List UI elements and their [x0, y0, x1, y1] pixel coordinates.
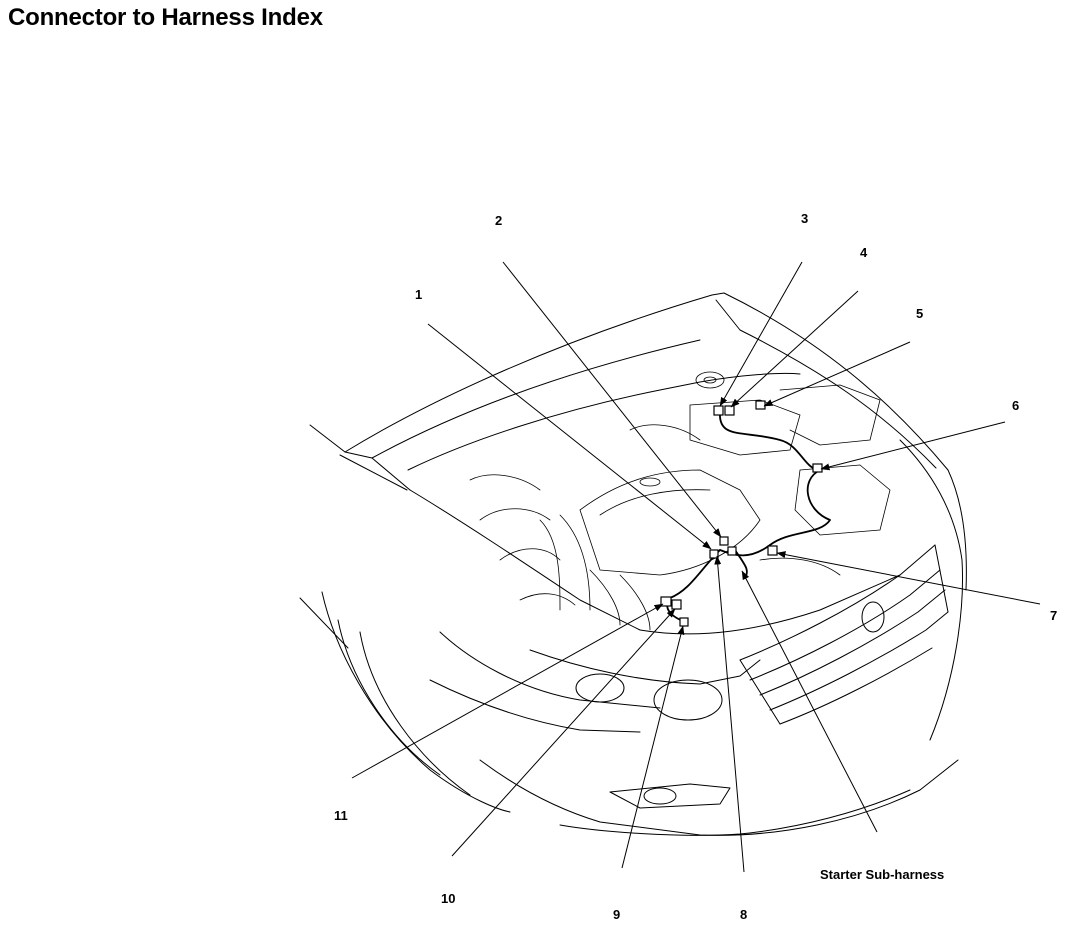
connector-4 [724, 405, 735, 416]
leader-line-7 [776, 551, 1041, 605]
page-title: Connector to Harness Index [8, 4, 323, 31]
callout-label-10: 10 [441, 891, 456, 906]
connectors [660, 400, 823, 627]
callout-label-2: 2 [495, 213, 503, 228]
engine-components [469, 371, 891, 631]
leader-line-8 [714, 555, 745, 873]
leader-line-5 [763, 341, 911, 407]
leader-line-1 [427, 323, 712, 550]
callout-label-7: 7 [1050, 608, 1058, 623]
starter-sub-harness-label: Starter Sub-harness [820, 867, 945, 882]
vehicle-outline [299, 292, 967, 836]
leader-lines [351, 261, 1041, 873]
leader-line-6 [820, 421, 1006, 471]
leader-line-2 [502, 261, 722, 538]
starter-sub-harness-wire [666, 411, 831, 623]
leader-line-harness [741, 570, 878, 833]
callout-label-6: 6 [1012, 398, 1020, 413]
callout-label-4: 4 [860, 245, 868, 260]
callout-label-5: 5 [916, 306, 924, 321]
connector-1 [709, 549, 719, 559]
leader-line-4 [730, 290, 859, 408]
callout-label-11: 11 [334, 808, 348, 823]
callout-label-3: 3 [801, 211, 809, 226]
connector-7 [767, 545, 778, 556]
leader-line-11 [351, 603, 664, 779]
connector-3 [713, 405, 724, 416]
connector-10 [671, 599, 682, 610]
callout-label-8: 8 [740, 907, 748, 922]
leader-line-10 [451, 608, 676, 857]
callout-label-1: 1 [415, 287, 423, 302]
callout-label-9: 9 [613, 907, 621, 922]
leader-line-3 [719, 261, 803, 407]
connector-6 [812, 463, 823, 473]
leader-line-9 [621, 625, 685, 869]
connector-9 [679, 617, 689, 627]
connector-2 [719, 536, 729, 546]
connector-5 [755, 400, 766, 410]
connector-8 [727, 546, 737, 556]
connector-11 [660, 596, 672, 607]
